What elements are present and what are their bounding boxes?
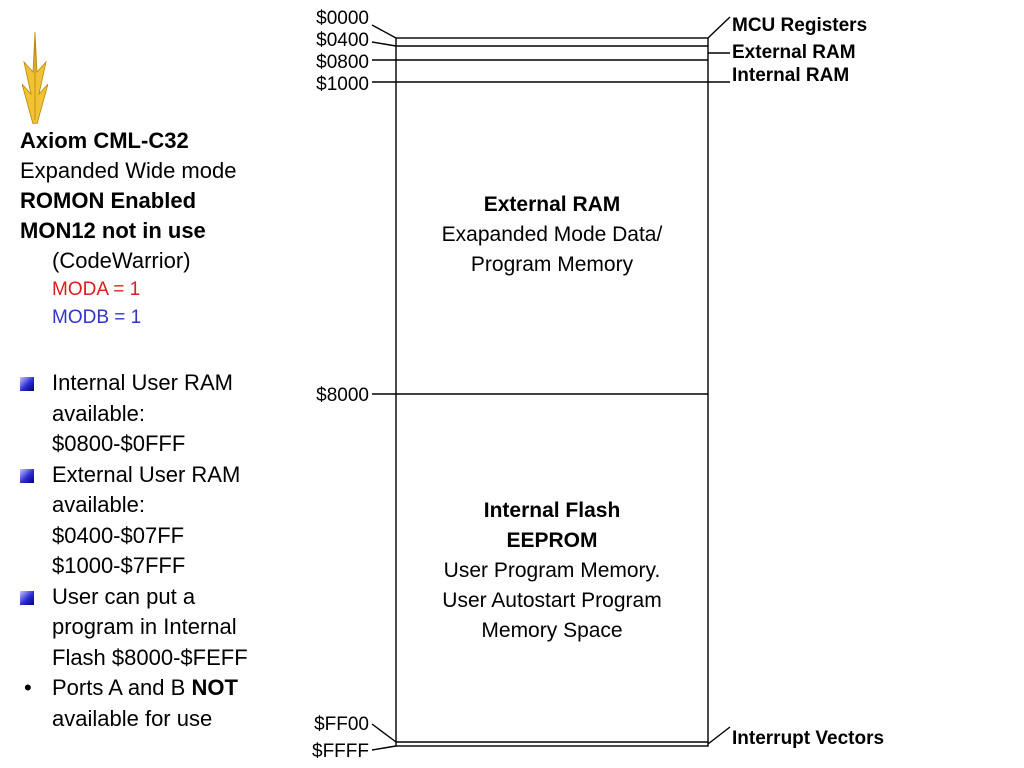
board-description: Axiom CML-C32 Expanded Wide mode ROMON E… xyxy=(20,126,295,332)
list-item-line: Ports A and B NOT xyxy=(52,673,300,704)
address-0800: $0800 xyxy=(316,52,369,73)
leader-ffff xyxy=(371,745,397,751)
codewarrior-note: (CodeWarrior) xyxy=(52,248,191,273)
memory-map-box xyxy=(395,37,709,747)
external-block-line1: Exapanded Mode Data/ xyxy=(442,223,663,246)
moda-setting: MODA = 1 xyxy=(52,279,141,300)
address-1000: $1000 xyxy=(316,74,369,95)
leader-mcu-registers xyxy=(707,16,731,39)
list-item: External User RAM available: $0400-$07FF… xyxy=(20,460,300,582)
flash-block-line3: Memory Space xyxy=(481,619,622,642)
list-item-line: $0800-$0FFF xyxy=(52,431,186,456)
list-item-line: available for use xyxy=(52,705,213,731)
notes-list: Internal User RAM available: $0800-$0FFF… xyxy=(20,368,300,734)
address-0400: $0400 xyxy=(316,30,369,51)
flash-block-title1: Internal Flash xyxy=(484,499,621,522)
flash-block-line2: User Autostart Program xyxy=(442,589,661,612)
list-item-line: User can put a xyxy=(52,583,196,609)
square-bullet-icon xyxy=(20,377,34,391)
address-ffff: $FFFF xyxy=(312,741,369,762)
external-block-line2: Program Memory xyxy=(471,253,634,276)
flash-block-title2: EEPROM xyxy=(506,529,597,552)
logo-icon xyxy=(22,32,48,124)
leader-ff00 xyxy=(371,723,397,743)
address-8000: $8000 xyxy=(316,385,369,406)
list-item-emphasis: NOT xyxy=(191,675,238,700)
board-title: Axiom CML-C32 xyxy=(20,128,189,153)
external-block-title: External RAM xyxy=(484,193,621,216)
list-item-line: Internal User RAM xyxy=(52,370,233,395)
leader-0000 xyxy=(371,24,397,39)
modb-setting: MODB = 1 xyxy=(52,307,142,328)
list-item: • Ports A and B NOT available for use xyxy=(20,673,300,734)
list-item-line: available: xyxy=(52,492,145,517)
leader-interrupt-vectors xyxy=(707,726,731,745)
list-item-line: $1000-$7FFF xyxy=(52,553,186,578)
list-item-line: available: xyxy=(52,400,145,426)
label-external-ram: External RAM xyxy=(732,42,856,63)
square-bullet-icon xyxy=(20,590,34,605)
list-item: Internal User RAM available: $0800-$0FFF xyxy=(20,368,300,460)
list-item-line: External User RAM xyxy=(52,461,241,487)
romon-status: ROMON Enabled xyxy=(20,188,197,213)
list-item-line: $0400-$07FF xyxy=(52,522,185,548)
address-0000: $0000 xyxy=(316,8,369,29)
flash-block-line1: User Program Memory. xyxy=(444,559,661,582)
leader-0400 xyxy=(371,41,397,47)
list-item-line: Flash $8000-$FEFF xyxy=(52,644,248,670)
mon12-status: MON12 not in use xyxy=(20,218,206,243)
list-item-line: program in Internal xyxy=(52,614,237,639)
list-item: User can put a program in Internal Flash… xyxy=(20,582,300,674)
address-ff00: $FF00 xyxy=(314,714,369,735)
dot-bullet-icon: • xyxy=(24,675,32,700)
square-bullet-icon xyxy=(20,468,34,483)
board-mode: Expanded Wide mode xyxy=(20,158,237,183)
list-item-text: Ports A and B xyxy=(52,675,192,700)
label-internal-ram: Internal RAM xyxy=(732,65,849,86)
label-interrupt-vectors: Interrupt Vectors xyxy=(732,728,884,749)
label-mcu-registers: MCU Registers xyxy=(732,15,867,36)
